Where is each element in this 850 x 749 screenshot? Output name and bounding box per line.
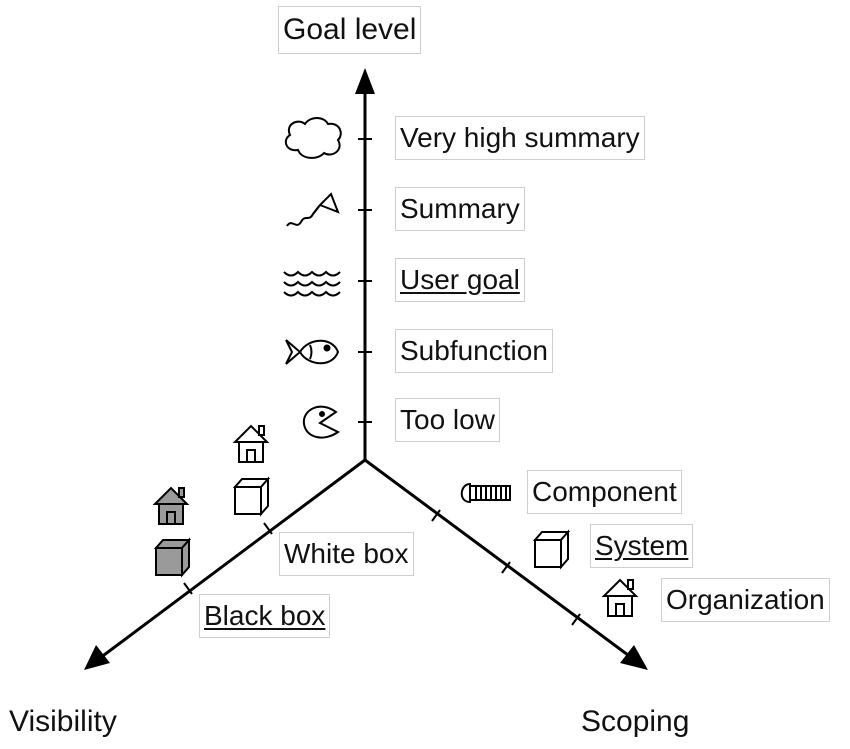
clam-icon [302, 405, 340, 439]
goal-level-axis-title: Goal level [278, 6, 422, 54]
scoping-tick [501, 561, 511, 574]
scoping-axis-arrowhead [620, 645, 648, 670]
scoping-tick [431, 509, 441, 522]
visibility-axis [99, 458, 366, 660]
waves-icon [283, 270, 341, 297]
visibility-label-black-box: Black box [199, 594, 331, 638]
kite-icon [286, 192, 340, 227]
bolt-icon [460, 482, 511, 504]
scoping-axis-title: Scoping [576, 700, 695, 744]
visibility-axis-ticks [183, 522, 273, 595]
scoping-axis [364, 458, 633, 660]
visibility-tick [263, 522, 273, 535]
cloud-icon [284, 117, 342, 159]
box-outline-icon [234, 478, 269, 515]
house-outline-icon [234, 425, 268, 463]
fish-icon [285, 339, 340, 365]
goal-level-label-summary: Summary [395, 187, 525, 231]
visibility-tick [183, 582, 193, 595]
visibility-label-white-box: White box [279, 532, 414, 576]
scoping-label-system: System [590, 524, 694, 568]
scoping-tick [571, 613, 581, 626]
box-filled-icon [155, 539, 190, 576]
goal-level-label-very-high-summary: Very high summary [395, 116, 645, 160]
goal-level-label-subfunction: Subfunction [395, 329, 553, 373]
scoping-label-organization: Organization [661, 578, 830, 622]
goal-level-label-user-goal: User goal [395, 258, 525, 302]
house-filled-icon [154, 487, 188, 525]
box-icon [534, 531, 569, 568]
goal-axis-ticks [358, 138, 372, 423]
scoping-axis-ticks [431, 509, 581, 626]
visibility-axis-arrowhead [84, 645, 110, 670]
visibility-axis-title: Visibility [4, 700, 122, 744]
goal-axis-arrowhead [355, 68, 375, 94]
house-icon [603, 579, 637, 617]
goal-level-label-too-low: Too low [395, 398, 500, 442]
scoping-label-component: Component [527, 470, 682, 514]
